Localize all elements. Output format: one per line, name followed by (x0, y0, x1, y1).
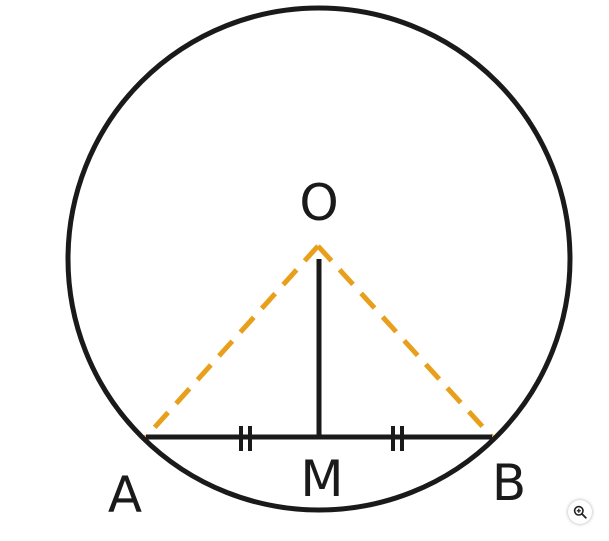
tick-mark-mb (391, 426, 404, 451)
zoom-button[interactable] (568, 500, 592, 524)
circle (65, 5, 573, 513)
zoom-in-icon (573, 505, 587, 519)
radius-ob (316, 244, 494, 439)
label-b: B (492, 454, 526, 512)
label-a: A (108, 466, 142, 524)
radius-oa (144, 244, 320, 439)
label-m: M (300, 450, 343, 508)
label-o: O (299, 174, 338, 232)
tick-mark-am (239, 426, 252, 451)
